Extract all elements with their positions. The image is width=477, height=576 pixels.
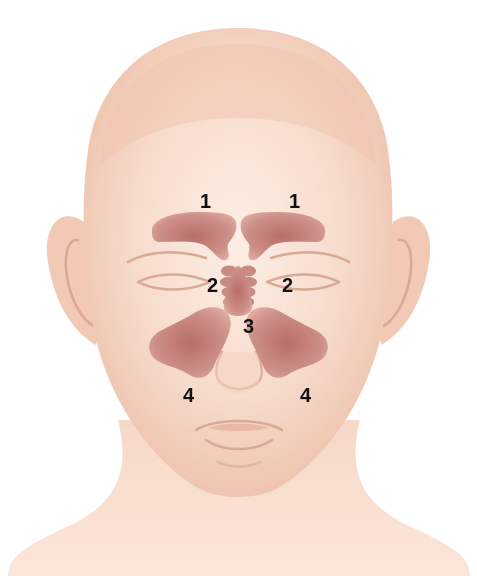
label-ethmoid-right: 2 bbox=[282, 275, 293, 297]
label-frontal-right: 1 bbox=[289, 191, 300, 213]
label-ethmoid-left: 2 bbox=[207, 275, 218, 297]
label-maxillary-left: 4 bbox=[183, 385, 195, 407]
nose-bridge-shadow bbox=[215, 352, 261, 394]
label-frontal-left: 1 bbox=[200, 191, 211, 213]
label-maxillary-right: 4 bbox=[300, 385, 312, 407]
label-sphenoid: 3 bbox=[243, 316, 254, 338]
